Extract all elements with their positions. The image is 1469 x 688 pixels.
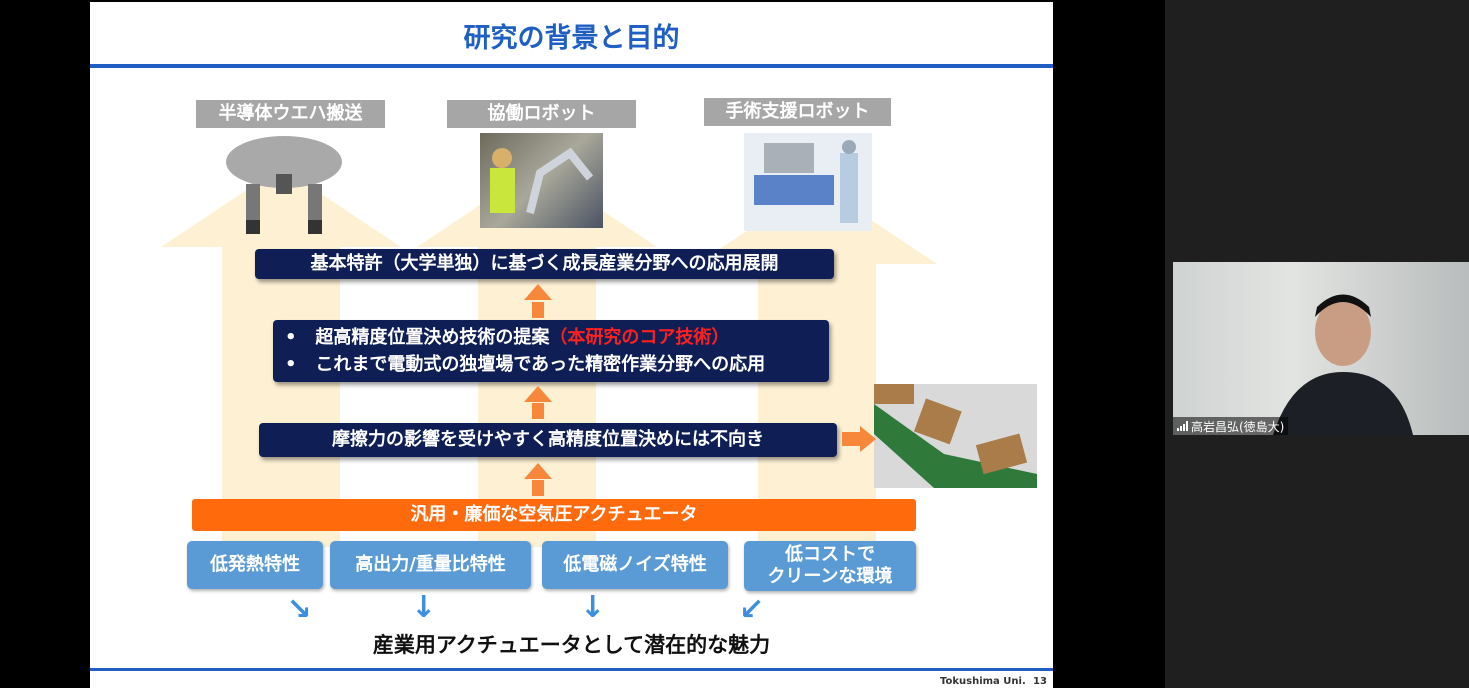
participants-panel: 高岩昌弘(徳島大) [1165,0,1469,688]
arrow-up-stem-3 [532,480,544,496]
bullet: • [285,354,297,375]
title-rule [90,64,1053,68]
arrow-up-icon [524,284,552,300]
arrow-up-stem-1 [532,302,544,318]
category-cobot: 協働ロボット [447,100,636,128]
surgical-robot-image [744,133,872,231]
arrow-right-stem [842,432,862,446]
participant-silhouette [1273,294,1413,435]
category-surgical: 手術支援ロボット [704,98,891,126]
category-wafer: 半導体ウエハ搬送 [196,100,385,128]
bullet-2: これまで電動式の独壇場であった精密作業分野への応用 [315,354,766,375]
arrow-down-right-icon: ↓ [279,588,322,631]
bullet-1: 超高精度位置決め技術の提案 [315,327,550,348]
arrow-up-icon [524,386,552,402]
shared-slide: 研究の背景と目的 半導体ウエハ搬送 協働ロボット 手術支援ロボット 基本特許（大… [90,2,1053,688]
signal-strength-icon [1177,421,1188,431]
arrow-down-icon: ↓ [580,590,606,625]
participant-video[interactable]: 高岩昌弘(徳島大) [1173,262,1469,435]
feature-low-heat: 低発熱特性 [187,541,323,589]
arrow-down-left-icon: ↓ [729,588,772,631]
arrow-right-icon [860,426,876,452]
arrow-up-stem-2 [532,403,544,419]
participant-name: 高岩昌弘(徳島大) [1191,419,1285,434]
conclusion-text: 産業用アクチュエータとして潜在的な魅力 [372,633,771,657]
core-tech-box: • 超高精度位置決め技術の提案（本研究のコア技術） • これまで電動式の独壇場で… [273,320,829,382]
bg-arrow-1 [222,247,340,547]
bullet: • [285,327,297,348]
footer-text: Tokushima Uni. [940,676,1026,687]
footer-rule [90,668,1053,671]
feature-power-weight: 高出力/重量比特性 [330,541,531,589]
actuator-box: 汎用・廉価な空気圧アクチュエータ [192,499,916,531]
conveyor-image [874,384,1037,488]
page-number: 13 [1033,676,1047,687]
feature-low-cost: 低コストで クリーンな環境 [744,541,916,591]
participant-name-tag: 高岩昌弘(徳島大) [1173,417,1289,435]
application-box: 基本特許（大学単独）に基づく成長産業分野への応用展開 [255,249,834,279]
arrow-up-icon [524,463,552,479]
slide-title: 研究の背景と目的 [463,23,680,54]
arrow-down-icon: ↓ [411,590,437,625]
bullet-1-highlight: （本研究のコア技術） [549,327,730,348]
wafer-robot-image [224,134,344,238]
cobot-image [480,133,603,228]
friction-box: 摩擦力の影響を受けやすく高精度位置決めには不向き [259,423,837,457]
feature-low-noise: 低電磁ノイズ特性 [542,541,728,589]
